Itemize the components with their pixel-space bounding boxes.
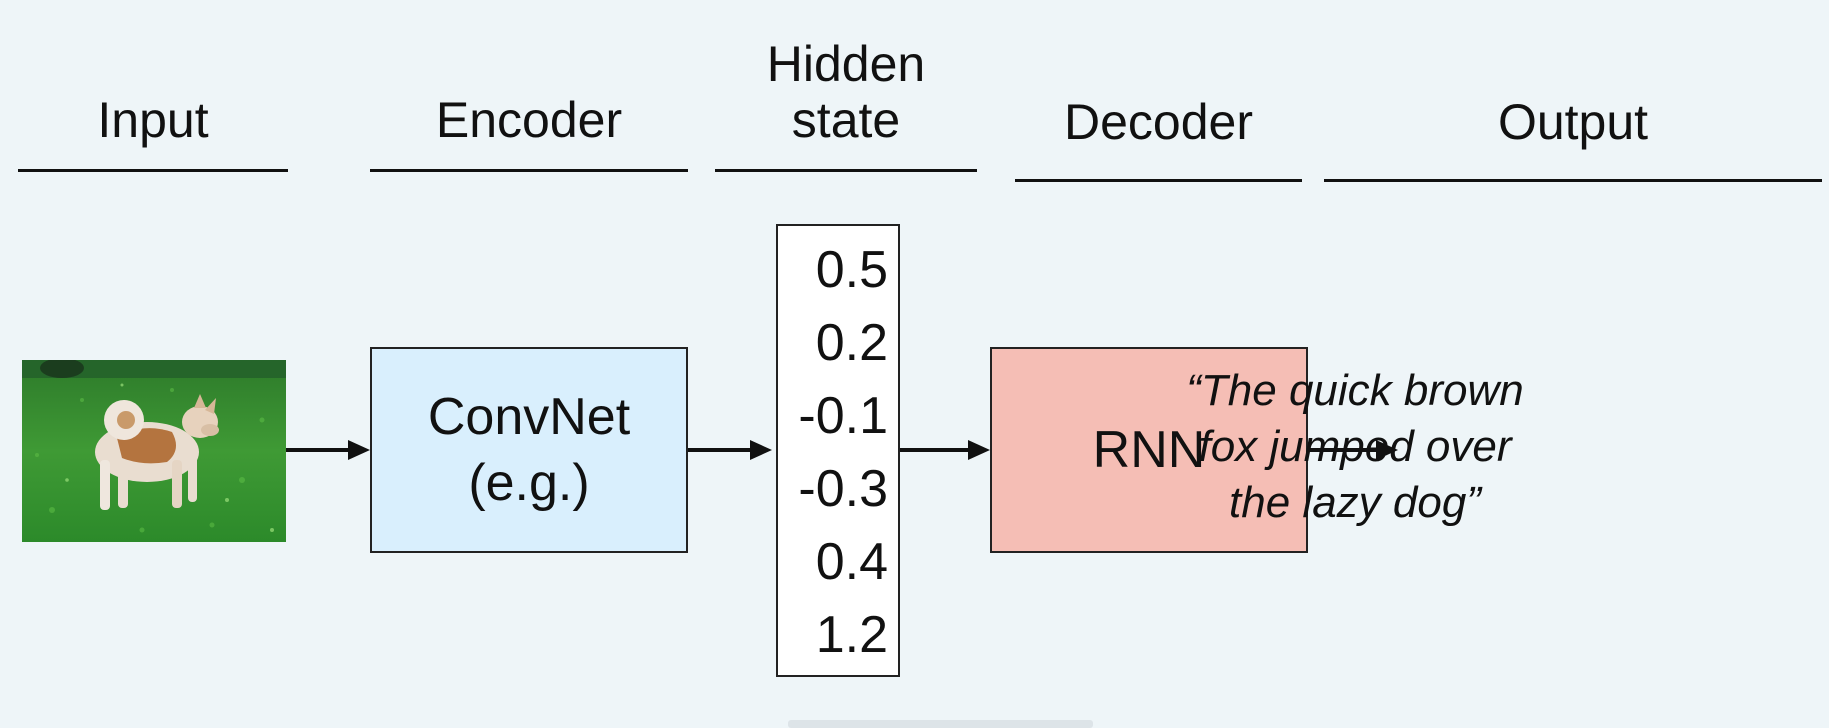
- hidden-state-value: 1.2: [815, 606, 888, 664]
- heading-hidden-state: Hidden state: [766, 36, 926, 148]
- heading-output: Output: [1497, 94, 1649, 150]
- heading-hidden-state-underline: [715, 169, 977, 172]
- heading-encoder: Encoder: [435, 92, 623, 148]
- arrow-decoder-to-output: [1308, 440, 1398, 460]
- output-caption: “The quick brown fox jumped over the laz…: [1186, 366, 1524, 527]
- arrow-hidden-state-to-decoder: [900, 440, 990, 460]
- heading-decoder: Decoder: [1064, 94, 1253, 150]
- decoder-box: RNN: [990, 347, 1308, 553]
- scroll-indicator: [788, 720, 1093, 728]
- encoder-box: ConvNet (e.g.): [370, 347, 688, 553]
- heading-input-underline: [18, 169, 288, 172]
- arrow-input-to-encoder: [286, 440, 370, 460]
- arrow-encoder-to-hidden-state: [688, 440, 772, 460]
- hidden-state-value: 0.5: [815, 241, 888, 299]
- decoder-box-label: RNN: [1092, 421, 1206, 479]
- heading-output-underline: [1324, 179, 1822, 182]
- input-dog-photo: [22, 360, 286, 542]
- encoder-box-label: ConvNet (e.g.): [427, 388, 631, 512]
- hidden-state-value: 0.2: [815, 314, 888, 372]
- hidden-state-value: -0.1: [798, 387, 888, 445]
- heading-encoder-underline: [370, 169, 688, 172]
- heading-decoder-underline: [1015, 179, 1302, 182]
- heading-input: Input: [97, 92, 209, 148]
- hidden-state-value: -0.3: [798, 460, 888, 518]
- hidden-state-value: 0.4: [815, 533, 888, 591]
- hidden-state-vector: 0.5 0.2 -0.1 -0.3 0.4 1.2: [776, 224, 900, 677]
